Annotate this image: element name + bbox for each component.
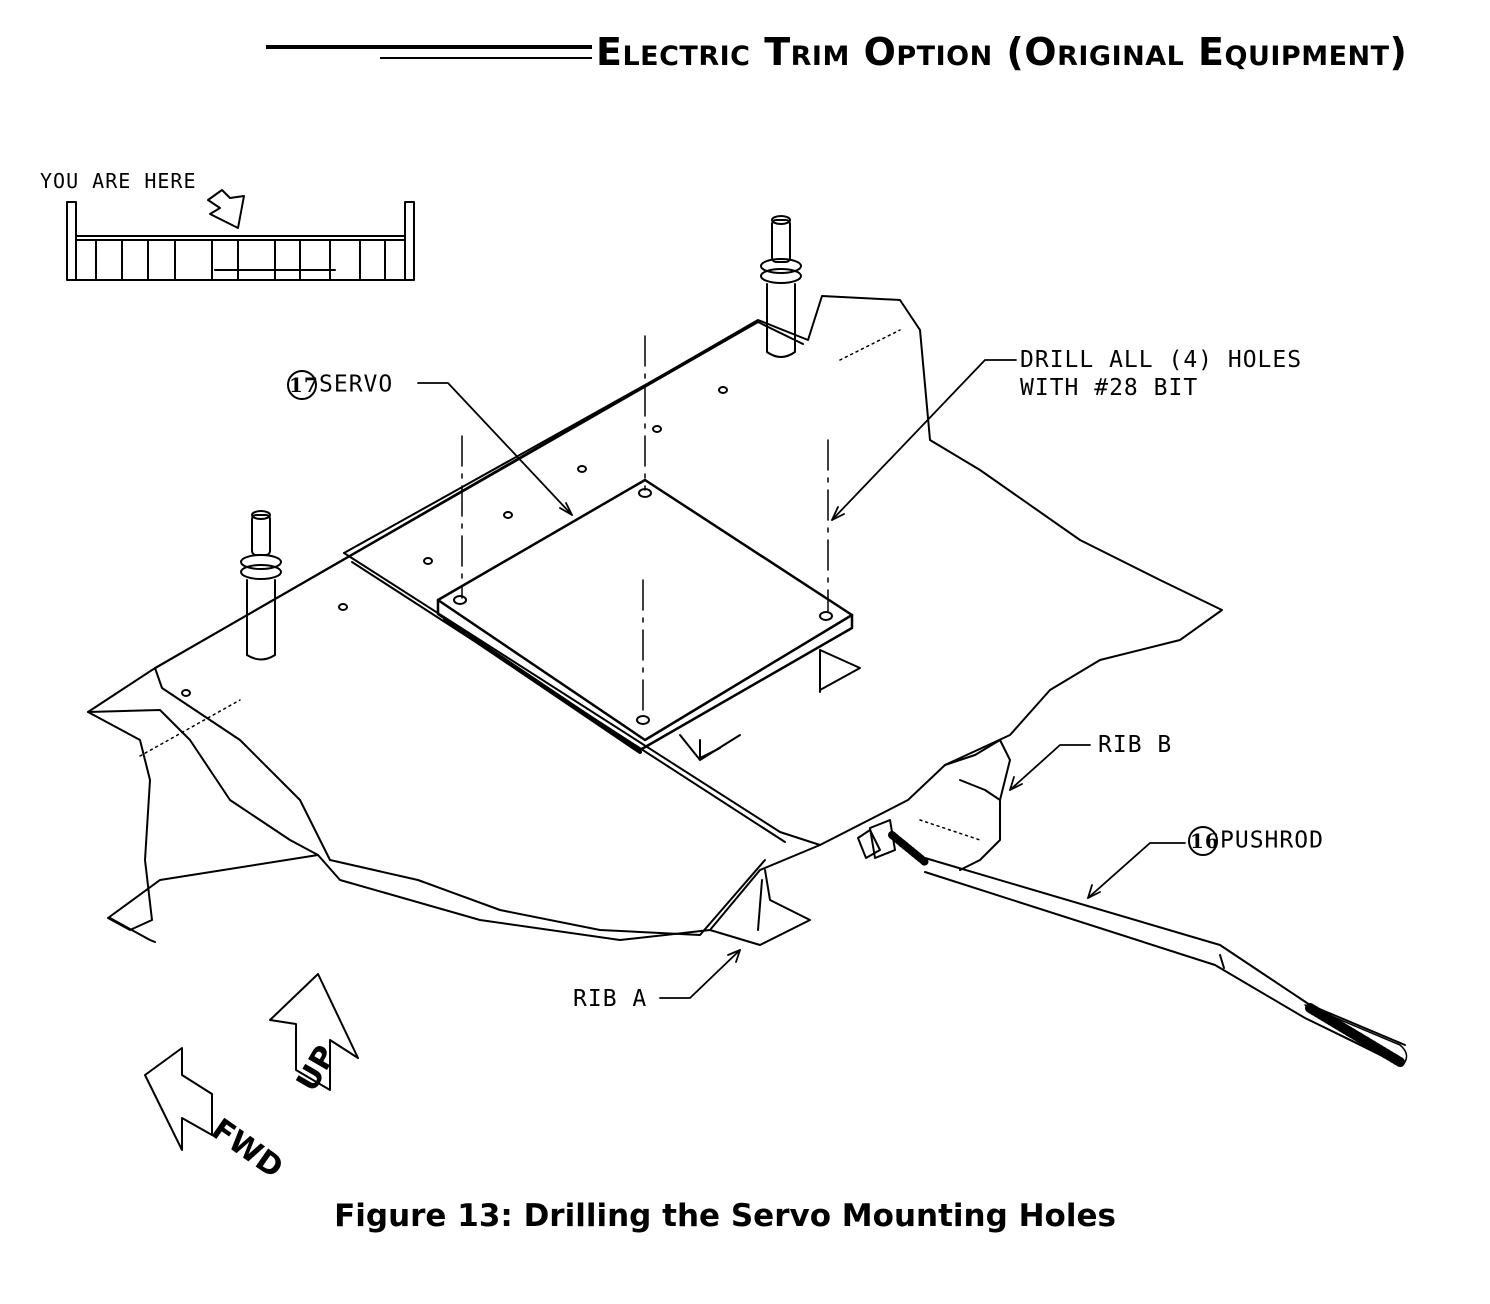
callout-17-marker: 17	[287, 370, 318, 400]
pushrod-label: PUSHROD	[1220, 827, 1324, 854]
callout-servo: 17SERVO	[287, 370, 393, 400]
drill-centerlines	[461, 335, 829, 717]
callout-16-marker: 16	[1188, 826, 1219, 856]
drill-line-2: WITH #28 BIT	[1020, 375, 1199, 401]
callout-pushrod: 16PUSHROD	[1188, 826, 1324, 856]
pushrod	[857, 819, 1408, 1067]
page-title: Electric Trim Option (Original Equipment…	[596, 30, 1408, 74]
servo-unit	[436, 478, 861, 761]
callout-drill: DRILL ALL (4) HOLES WITH #28 BIT	[1020, 346, 1302, 402]
wing-locator-diagram	[66, 189, 415, 281]
rib-b-label: RIB B	[1098, 732, 1173, 758]
figure-caption: Figure 13: Drilling the Servo Mounting H…	[334, 1198, 1116, 1234]
you-are-here-label: YOU ARE HERE	[40, 169, 197, 193]
rib-a-label: RIB A	[573, 986, 648, 1012]
rib-b	[944, 739, 1011, 871]
locator-arrow-icon	[207, 189, 245, 229]
wing-skin	[87, 295, 1223, 943]
mounting-plate	[154, 321, 821, 936]
stud-bolt-right	[760, 215, 802, 358]
header-rule-thick	[266, 45, 592, 49]
drill-line-1: DRILL ALL (4) HOLES	[1020, 347, 1303, 373]
plate-holes	[181, 386, 728, 697]
up-arrow-icon	[269, 973, 359, 1091]
rib-a	[709, 869, 811, 946]
stud-bolt-left	[240, 510, 282, 661]
servo-label: SERVO	[319, 371, 394, 398]
fwd-arrow-icon	[144, 1047, 213, 1151]
callout-leaders	[417, 359, 1186, 999]
header-rule-thin	[380, 57, 592, 59]
